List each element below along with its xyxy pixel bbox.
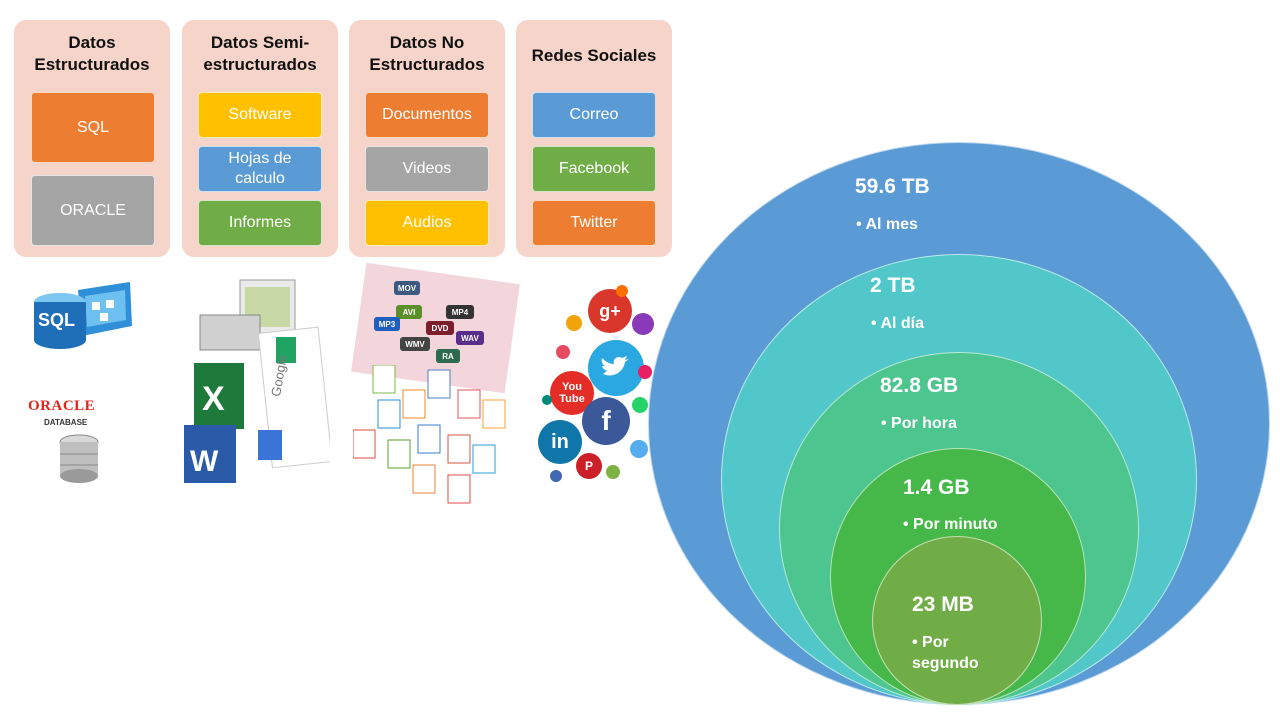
media-tag: WMV	[400, 337, 430, 351]
small-social-icon	[566, 315, 582, 331]
chip-sql: SQL	[31, 92, 155, 163]
chip-software: Software	[198, 92, 322, 138]
ring-second	[872, 536, 1042, 705]
small-social-icon	[542, 395, 552, 405]
ring-minute-label: • Por minuto	[903, 516, 998, 533]
panel-title: Redes Sociales	[531, 46, 657, 65]
pinterest-icon: P	[576, 453, 602, 479]
panel-datos-semiestructurados: Datos Semi- estructurados Software Hojas…	[182, 20, 338, 257]
ring-month-value: 59.6 TB	[855, 175, 930, 198]
linkedin-icon: in	[538, 420, 582, 464]
panel-title: Datos Semi- estructurados	[203, 33, 317, 74]
chip-audios: Audios	[365, 200, 489, 246]
media-tag: MP4	[446, 305, 474, 319]
panel-datos-no-estructurados: Datos No Estructurados Documentos Videos…	[349, 20, 505, 257]
youtube-icon: You Tube	[550, 371, 594, 415]
ring-hour-label: • Por hora	[881, 415, 957, 432]
database-cylinder-icon	[59, 434, 99, 483]
ring-day-value: 2 TB	[870, 274, 916, 297]
svg-text:X: X	[202, 380, 225, 418]
media-tag: MP3	[374, 317, 400, 331]
small-social-icon	[606, 465, 620, 479]
chip-correo: Correo	[532, 92, 656, 138]
media-tag: DVD	[426, 321, 454, 335]
social-media-icons: g+ You Tube f in P	[536, 285, 660, 500]
panel-title: Datos Estructurados	[34, 33, 150, 74]
small-social-icon	[556, 345, 570, 359]
oracle-brand-text: ORACLE	[28, 398, 96, 414]
instagram-icon	[632, 313, 654, 335]
office-documents-illustration: X W Google	[180, 275, 333, 490]
oracle-sub-text: DATABASE	[44, 418, 88, 427]
media-tag: AVI	[396, 305, 422, 319]
small-social-icon	[630, 440, 648, 458]
media-file-icons: MOV MP4 AVI MP3 DVD WAV WMV RA	[348, 262, 520, 515]
file-type-icons	[353, 365, 506, 504]
small-social-icon	[638, 365, 652, 379]
small-social-icon	[616, 285, 628, 297]
media-tag: MOV	[394, 281, 420, 295]
media-tag: RA	[436, 349, 460, 363]
panel-datos-estructurados: Datos Estructurados SQL ORACLE	[14, 20, 170, 257]
chip-facebook: Facebook	[532, 146, 656, 192]
spreadsheet-documents-icon: X W	[184, 279, 333, 483]
ring-second-label: • Por segundo	[912, 634, 979, 672]
ring-hour-value: 82.8 GB	[880, 374, 959, 397]
media-tag: WAV	[456, 331, 484, 345]
chip-oracle: ORACLE	[31, 175, 155, 246]
chip-documentos: Documentos	[365, 92, 489, 138]
sql-server-logo: SQL	[30, 280, 135, 350]
whatsapp-icon	[632, 397, 648, 413]
ring-day-label: • Al día	[871, 315, 925, 332]
twitter-icon	[588, 340, 644, 396]
chip-informes: Informes	[198, 200, 322, 246]
panel-title: Datos No Estructurados	[369, 33, 485, 74]
panel-redes-sociales: Redes Sociales Correo Facebook Twitter	[516, 20, 672, 257]
database-icon	[34, 282, 132, 349]
facebook-icon: f	[582, 397, 630, 445]
ring-minute-value: 1.4 GB	[903, 476, 970, 499]
ring-month-label: • Al mes	[856, 216, 918, 233]
chip-hojas-de-calculo: Hojas de calculo	[198, 146, 322, 192]
chip-twitter: Twitter	[532, 200, 656, 246]
sql-logo-text: SQL	[38, 310, 76, 330]
bird-icon	[601, 356, 629, 376]
ring-second-value: 23 MB	[912, 593, 974, 616]
oracle-database-logo: ORACLE DATABASE	[28, 396, 108, 488]
small-social-icon	[550, 470, 562, 482]
chip-videos: Videos	[365, 146, 489, 192]
svg-text:W: W	[190, 445, 219, 478]
